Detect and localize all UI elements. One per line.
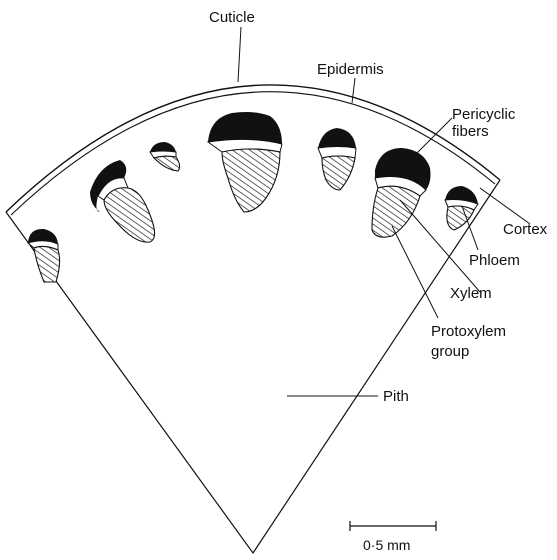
pericyclic-fibers-label-line2: fibers bbox=[452, 123, 489, 140]
bundle-3-xylem bbox=[154, 156, 180, 171]
bundle-5-fiber-cap bbox=[318, 128, 356, 148]
sector-outline bbox=[6, 180, 500, 553]
cortex-leader bbox=[480, 188, 530, 224]
bundle-2-xylem bbox=[104, 188, 155, 242]
vascular-bundle-6 bbox=[372, 148, 431, 237]
pericyclic-leader bbox=[410, 118, 452, 160]
vascular-bundle-4 bbox=[208, 112, 282, 212]
bundle-1-xylem bbox=[34, 246, 60, 282]
vascular-bundle-1 bbox=[28, 229, 60, 282]
bundle-4-xylem bbox=[222, 149, 280, 212]
pericyclic-fibers-label-line1: Pericyclic bbox=[452, 106, 516, 123]
pith-label: Pith bbox=[383, 388, 409, 405]
xylem-label: Xylem bbox=[450, 285, 492, 302]
bundle-5-xylem bbox=[322, 156, 355, 190]
bundle-3-fiber-cap bbox=[150, 142, 176, 152]
phloem-label: Phloem bbox=[469, 252, 520, 269]
epidermis-label: Epidermis bbox=[317, 61, 384, 78]
cortex-label: Cortex bbox=[503, 221, 548, 238]
vascular-bundle-5 bbox=[318, 128, 356, 190]
vascular-bundle-7 bbox=[445, 186, 478, 230]
cuticle-leader bbox=[238, 27, 241, 82]
protoxylem-group-label-line1: Protoxylem bbox=[431, 323, 506, 340]
scale-bar-label: 0·5 mm bbox=[363, 537, 410, 553]
bundle-6-xylem bbox=[372, 186, 420, 237]
protoxylem-group-label-line2: group bbox=[431, 343, 469, 360]
protoxylem-leader bbox=[392, 226, 438, 318]
epidermis-leader bbox=[352, 78, 355, 103]
scale-bar bbox=[350, 521, 436, 531]
vascular-bundle-3 bbox=[150, 142, 180, 171]
cuticle-label: Cuticle bbox=[209, 9, 255, 26]
vascular-bundle-2 bbox=[90, 160, 155, 242]
